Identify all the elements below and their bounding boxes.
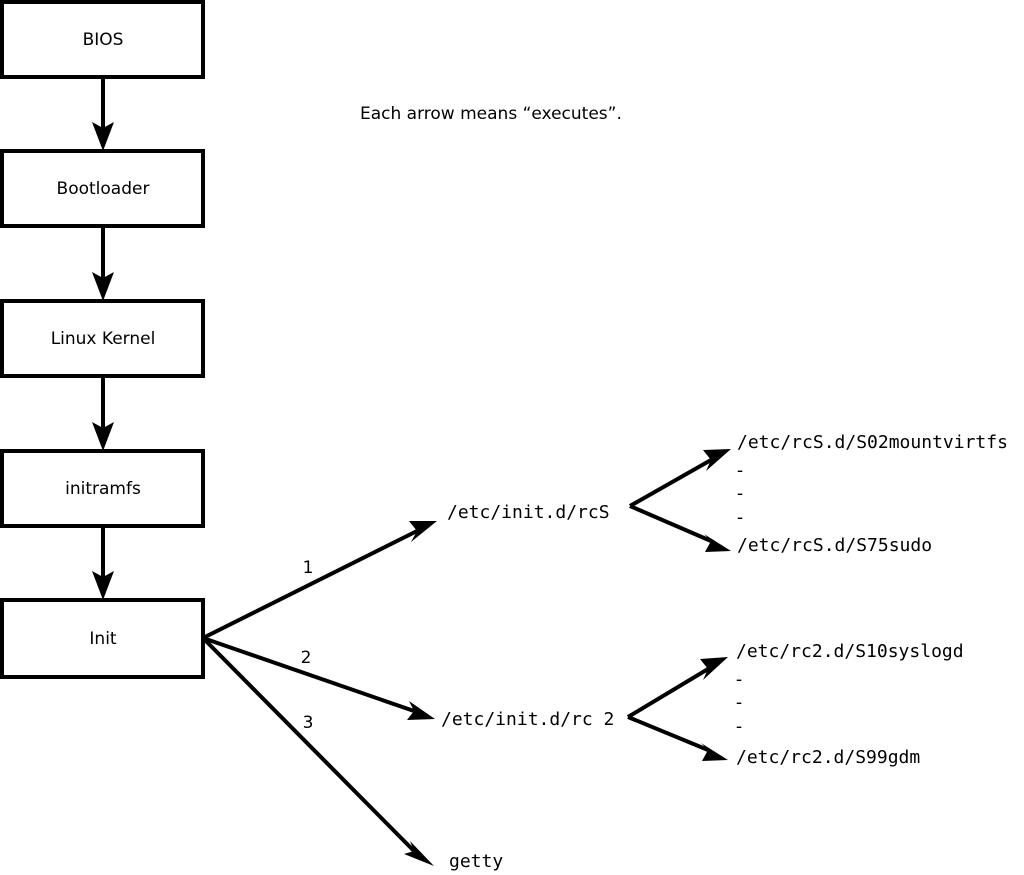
legend-note: Each arrow means “executes”. <box>360 104 622 124</box>
node-initramfs-label: initramfs <box>65 479 141 499</box>
node-bios-box <box>0 0 205 79</box>
rcs-ellipsis-dash-1: - <box>735 460 746 481</box>
arrow-initramfs-to-init <box>92 526 114 600</box>
rc2-ellipsis-dash-3: - <box>734 716 745 737</box>
arrow-head-icon <box>409 521 437 542</box>
arrow-init-branch-2 <box>202 636 435 720</box>
label-rc2-last-script[interactable]: /etc/rc2.d/S99gdm <box>736 747 920 768</box>
branch-2-number: 2 <box>301 648 312 668</box>
arrow-head-icon <box>700 657 728 680</box>
arrow-head-icon <box>92 422 114 451</box>
arrow-head-icon <box>704 534 731 552</box>
label-rcs-first-script[interactable]: /etc/rcS.d/S02mountvirtfs <box>737 432 1008 453</box>
node-bootloader-label: Bootloader <box>57 179 150 199</box>
node-linux-kernel[interactable]: Linux Kernel <box>0 299 205 378</box>
rcs-ellipsis-dash-3: - <box>735 507 746 528</box>
arrow-init-branch-3 <box>201 636 434 866</box>
arrow-init-branch-1 <box>202 521 437 640</box>
branch-3-number: 3 <box>303 713 314 733</box>
arrow-rc2-to-first-script <box>626 657 728 719</box>
rc2-ellipsis-dash-1: - <box>734 669 745 690</box>
node-init-label: Init <box>89 629 117 649</box>
node-linux-kernel-label: Linux Kernel <box>51 329 156 349</box>
arrow-head-icon <box>701 743 728 761</box>
label-getty[interactable]: getty <box>449 851 503 872</box>
arrow-rcs-to-last-script <box>629 504 731 552</box>
arrow-rc2-to-last-script <box>627 715 728 761</box>
arrow-head-icon <box>92 571 114 600</box>
rcs-ellipsis-dash-2: - <box>735 483 746 504</box>
arrow-rcs-to-first-script <box>629 449 731 508</box>
rc2-ellipsis-dash-2: - <box>734 692 745 713</box>
arrow-bootloader-to-kernel <box>92 226 114 301</box>
arrow-head-icon <box>404 841 434 866</box>
arrow-head-icon <box>407 701 435 720</box>
arrow-head-icon <box>92 272 114 301</box>
node-initramfs-box <box>0 449 205 528</box>
arrow-kernel-to-initramfs <box>92 376 114 451</box>
node-bootloader[interactable]: Bootloader <box>0 149 205 228</box>
node-init[interactable]: Init <box>0 598 205 679</box>
label-init-d-rc2[interactable]: /etc/init.d/rc 2 <box>441 709 614 730</box>
node-initramfs[interactable]: initramfs <box>0 449 205 528</box>
arrow-bios-to-bootloader <box>92 77 114 151</box>
arrow-head-icon <box>703 449 731 471</box>
node-bios-label: BIOS <box>83 30 124 50</box>
branch-1-number: 1 <box>303 558 314 578</box>
label-init-d-rcs[interactable]: /etc/init.d/rcS <box>447 502 610 523</box>
label-rcs-last-script[interactable]: /etc/rcS.d/S75sudo <box>737 535 932 556</box>
arrow-head-icon <box>92 122 114 151</box>
node-bios[interactable]: BIOS <box>0 0 205 79</box>
label-rc2-first-script[interactable]: /etc/rc2.d/S10syslogd <box>736 641 964 662</box>
node-init-box <box>0 598 205 679</box>
